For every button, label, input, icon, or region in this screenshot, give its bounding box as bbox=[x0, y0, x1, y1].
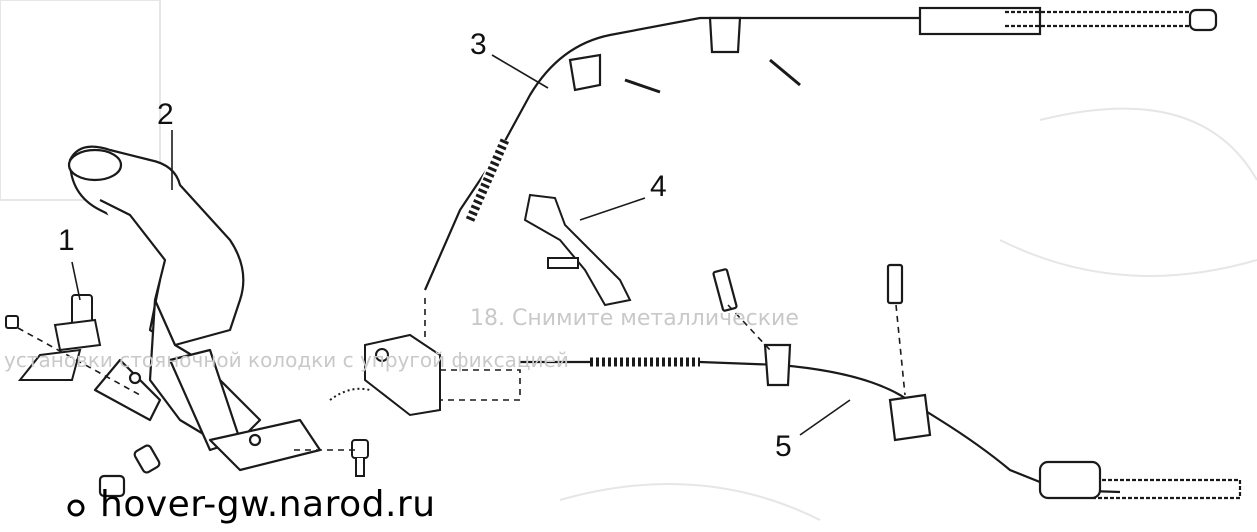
callout-4: 4 bbox=[650, 170, 667, 203]
lever-assembly bbox=[67, 145, 322, 498]
callout-5: 5 bbox=[775, 430, 792, 463]
bracket-part bbox=[523, 193, 632, 307]
background-text-line1: 18. Снимите металлические bbox=[470, 306, 799, 331]
equalizer-part bbox=[329, 333, 441, 417]
lever-bolt bbox=[351, 439, 369, 477]
cable-lower bbox=[520, 263, 1242, 500]
callout-1: 1 bbox=[58, 224, 75, 257]
assembly-dashes bbox=[17, 298, 906, 451]
callout-leaders bbox=[71, 54, 851, 436]
callout-2: 2 bbox=[157, 98, 174, 131]
callout-3: 3 bbox=[470, 28, 487, 61]
cable-upper bbox=[423, 6, 1218, 291]
background-text-line2: установки стояночной колодки с упругой ф… bbox=[4, 348, 569, 372]
background-ghost-art bbox=[0, 0, 1257, 521]
bullet-circle-icon bbox=[67, 499, 85, 517]
watermark-text[interactable]: hover-gw.narod.ru bbox=[100, 484, 436, 525]
switch-part bbox=[5, 294, 102, 381]
